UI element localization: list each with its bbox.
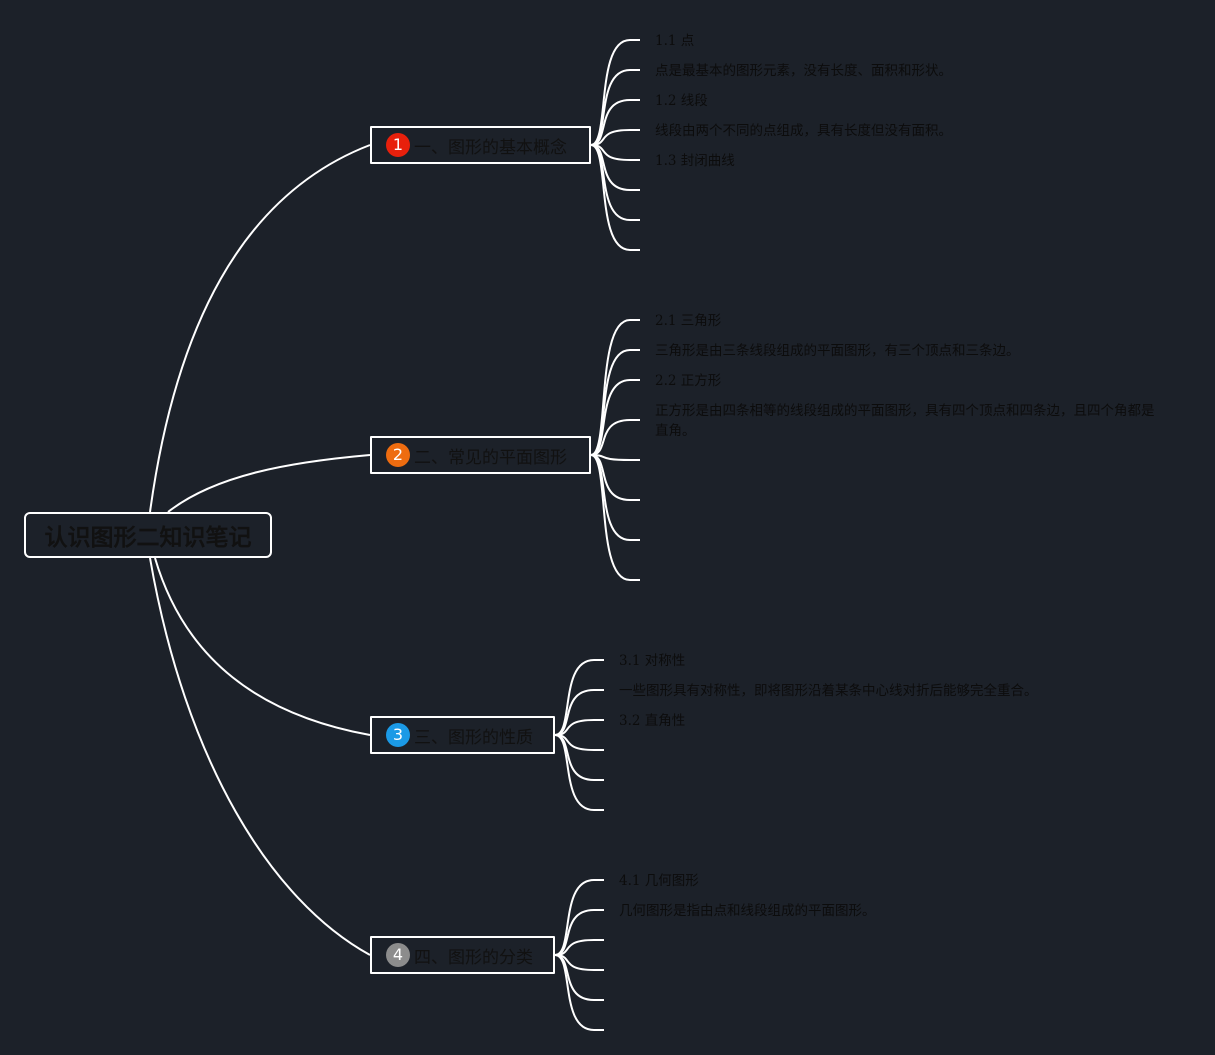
branch-1-connector-8 — [590, 144, 640, 251]
branch-2-connector-8 — [590, 454, 640, 581]
subtopic[interactable]: 1.2 线段 — [655, 93, 708, 109]
branch-4-connector-2 — [554, 909, 604, 956]
branch-3-connector-3 — [554, 719, 604, 736]
branch-topic-label: 二、常见的平面图形 — [414, 447, 567, 468]
branch-1-connector-3 — [590, 99, 640, 146]
subtopic[interactable]: 4.1 几何图形 — [619, 873, 699, 889]
branch-topic-label: 三、图形的性质 — [414, 727, 533, 748]
priority-3-badge-icon: 3 — [386, 723, 410, 747]
subtopic[interactable]: 3.1 对称性 — [619, 653, 686, 669]
branch-2-connector-4 — [590, 419, 640, 456]
subtopic[interactable]: 几何图形是指由点和线段组成的平面图形。 — [619, 903, 876, 919]
branch-2-connector-2 — [590, 349, 640, 456]
subtopic[interactable]: 1.3 封闭曲线 — [655, 153, 735, 169]
root-to-branch-2-line — [167, 454, 371, 513]
branch-topic-4[interactable]: 4 四、图形的分类 — [370, 936, 555, 974]
branch-4-connector-1 — [554, 879, 604, 956]
branch-4-connector-6 — [554, 954, 604, 1031]
branch-topic-label: 四、图形的分类 — [414, 947, 533, 968]
subtopic[interactable]: 正方形是由四条相等的线段组成的平面图形，具有四个顶点和四条边，且四个角都是直角。 — [655, 403, 1155, 439]
subtopic[interactable]: 三角形是由三条线段组成的平面图形，有三个顶点和三条边。 — [655, 343, 1020, 359]
subtopic[interactable]: 点是最基本的图形元素，没有长度、面积和形状。 — [655, 63, 952, 79]
branch-3-connector-2 — [554, 689, 604, 736]
branch-3-connector-1 — [554, 659, 604, 736]
branch-2-connector-5 — [590, 454, 640, 461]
branch-1-connector-2 — [590, 69, 640, 146]
root-to-branch-4-line — [149, 557, 371, 956]
subtopic[interactable]: 一些图形具有对称性，即将图形沿着某条中心线对折后能够完全重合。 — [619, 683, 1038, 699]
root-to-branch-1-line — [149, 144, 371, 513]
branch-topic-1[interactable]: 1 一、图形的基本概念 — [370, 126, 591, 164]
branch-topic-3[interactable]: 3 三、图形的性质 — [370, 716, 555, 754]
subtopic[interactable]: 1.1 点 — [655, 33, 695, 49]
root-topic[interactable]: 认识图形二知识笔记 — [24, 512, 272, 558]
subtopic[interactable]: 线段由两个不同的点组成，具有长度但没有面积。 — [655, 123, 952, 139]
branch-4-connector-3 — [554, 939, 604, 956]
root-topic-label: 认识图形二知识笔记 — [44, 525, 252, 551]
branch-topic-2[interactable]: 2 二、常见的平面图形 — [370, 436, 591, 474]
branch-2-connector-3 — [590, 379, 640, 456]
subtopic[interactable]: 2.2 正方形 — [655, 373, 722, 389]
subtopic[interactable]: 2.1 三角形 — [655, 313, 722, 329]
branch-3-connector-6 — [554, 734, 604, 811]
priority-2-badge-icon: 2 — [386, 443, 410, 467]
root-to-branch-3-line — [154, 557, 371, 736]
priority-1-badge-icon: 1 — [386, 133, 410, 157]
priority-4-badge-icon: 4 — [386, 943, 410, 967]
branch-topic-label: 一、图形的基本概念 — [414, 137, 567, 158]
subtopic[interactable]: 3.2 直角性 — [619, 713, 686, 729]
branch-1-connector-4 — [590, 129, 640, 146]
